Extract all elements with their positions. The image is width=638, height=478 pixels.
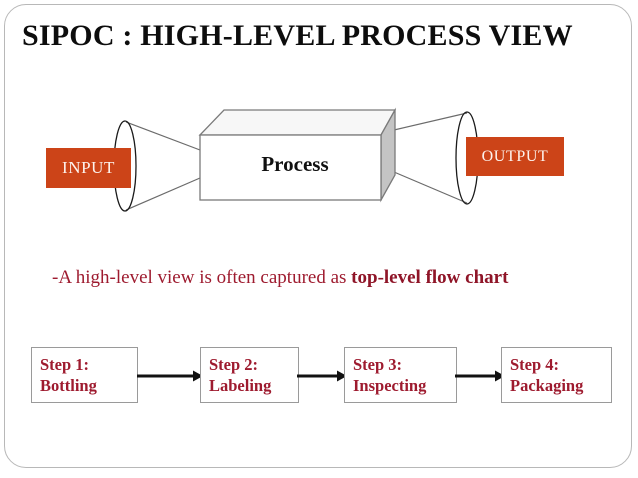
input-box-label: INPUT <box>61 158 116 177</box>
process-box-label: Process <box>261 152 329 176</box>
flow-step-3[interactable]: Step 3: Inspecting <box>344 347 457 403</box>
flow-step-1[interactable]: Step 1: Bottling <box>31 347 138 403</box>
flow-step-4[interactable]: Step 4: Packaging <box>501 347 612 403</box>
process-box-3d <box>198 107 397 203</box>
caption-text: -A high-level view is often captured as … <box>52 267 508 289</box>
flow-step-2-line2: Labeling <box>209 376 272 396</box>
caption-bold: top-level flow chart <box>351 267 509 288</box>
flow-step-2-line1: Step 2: <box>209 355 259 374</box>
page-title: SIPOC : HIGH-LEVEL PROCESS VIEW <box>22 19 573 52</box>
caption-plain: -A high-level view is often captured as <box>52 267 352 288</box>
flow-step-4-line1: Step 4: <box>510 355 560 374</box>
flow-step-4-line2: Packaging <box>510 376 584 396</box>
flow-step-3-line1: Step 3: <box>353 355 403 374</box>
flow-step-1-line1: Step 1: <box>40 355 90 374</box>
slide-frame-border <box>4 4 632 468</box>
flow-step-2[interactable]: Step 2: Labeling <box>200 347 299 403</box>
flow-arrow-3-to-4 <box>455 370 505 382</box>
flow-step-3-line2: Inspecting <box>353 376 427 396</box>
input-box[interactable]: INPUT <box>46 148 131 188</box>
flow-step-1-line2: Bottling <box>40 376 97 396</box>
flow-arrow-1-to-2 <box>137 370 203 382</box>
flow-arrow-2-to-3 <box>297 370 347 382</box>
output-box-label: OUTPUT <box>481 147 549 165</box>
output-box[interactable]: OUTPUT <box>466 137 564 176</box>
